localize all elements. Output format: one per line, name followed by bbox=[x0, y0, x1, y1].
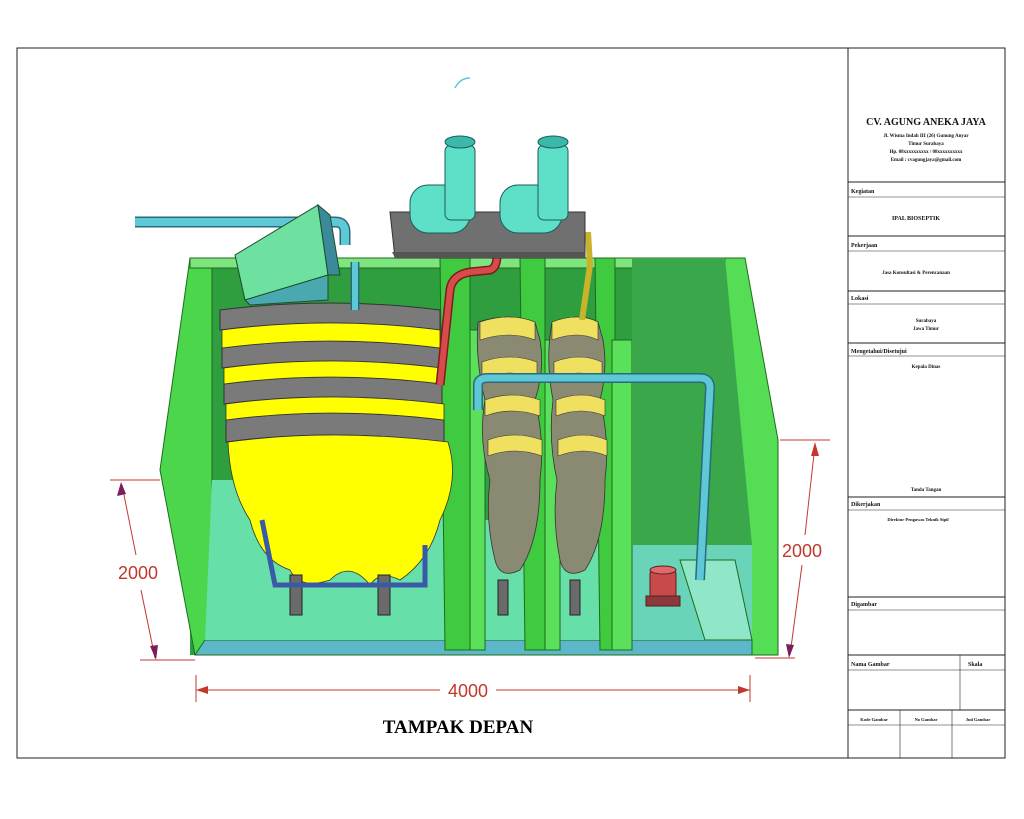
chamber-4-back bbox=[632, 258, 752, 545]
filter-support-leg bbox=[289, 574, 303, 616]
dimension-line bbox=[804, 444, 816, 536]
dikerjakan-label: Dikerjakan bbox=[851, 502, 881, 508]
dikerjakan-value: Direktur Pengawas Teknik Sipil bbox=[887, 517, 949, 522]
filter-layer bbox=[225, 396, 445, 421]
jml-gambar-label: Jml Gambar bbox=[966, 717, 991, 722]
lokasi-province: Jawa Timur bbox=[913, 327, 940, 332]
filter-media-chamber-1 bbox=[219, 302, 453, 616]
blower-unit bbox=[389, 135, 586, 259]
air-distribution-pipe bbox=[437, 240, 500, 386]
air-drop-pipe bbox=[579, 231, 594, 321]
skala-label: Skala bbox=[968, 662, 982, 668]
dimension-line bbox=[789, 564, 803, 656]
mengetahui-sign: Tanda Tangan bbox=[911, 488, 942, 493]
effluent-pipe bbox=[474, 374, 714, 581]
filter-cap bbox=[479, 316, 536, 341]
company-address-line: Jl. Wisma Indah III (26) Gunung Anyar bbox=[883, 134, 969, 139]
dimension-arrow bbox=[811, 442, 819, 456]
filter-cap bbox=[484, 394, 541, 417]
partition-front-3 bbox=[611, 339, 633, 651]
dimension-arrow bbox=[738, 686, 750, 694]
dimension-length-label: 4000 bbox=[448, 681, 488, 701]
title-block bbox=[848, 181, 1005, 758]
blower-stack bbox=[537, 144, 569, 221]
dimension-arrow bbox=[117, 482, 126, 496]
blower-stack bbox=[444, 144, 476, 221]
dimension-height-left-label: 2000 bbox=[118, 563, 158, 583]
title-block-text: CV. AGUNG ANEKA JAYA Jl. Wisma Indah III… bbox=[851, 117, 990, 722]
blower-opening bbox=[444, 135, 476, 149]
nama-gambar-label: Nama Gambar bbox=[851, 662, 890, 668]
kegiatan-value: IPAL BIOSEPTIK bbox=[892, 216, 940, 222]
no-gambar-label: No Gambar bbox=[915, 717, 938, 722]
dimension-arrow bbox=[196, 686, 208, 694]
dimension-arrow bbox=[786, 644, 794, 658]
filter-support-leg bbox=[497, 579, 509, 616]
kegiatan-label: Kegiatan bbox=[851, 189, 875, 195]
submersible-pump bbox=[645, 565, 681, 607]
blower-base-shadow bbox=[392, 252, 585, 258]
filter-cap bbox=[551, 316, 599, 341]
dimension-height-right-label: 2000 bbox=[782, 541, 822, 561]
blower-opening bbox=[537, 135, 569, 149]
company-name: CV. AGUNG ANEKA JAYA bbox=[866, 117, 986, 128]
sump-ramp bbox=[679, 559, 753, 641]
tank-left-wall bbox=[159, 257, 213, 656]
kode-gambar-label: Kode Gambar bbox=[860, 717, 888, 722]
filter-support-leg bbox=[377, 574, 391, 616]
view-title: TAMPAK DEPAN bbox=[383, 717, 534, 738]
filter-cap bbox=[557, 434, 608, 457]
inlet-screen-box bbox=[234, 203, 341, 306]
lokasi-label: Lokasi bbox=[851, 296, 869, 302]
dimension-lines: 4000 2000 2000 bbox=[110, 439, 830, 702]
piping bbox=[135, 216, 716, 581]
inlet-pipe bbox=[135, 218, 349, 245]
pekerjaan-value: Jasa Konsultasi & Perencanaan bbox=[882, 271, 950, 276]
company-address-line: Timur Surabaya bbox=[908, 142, 944, 147]
dimension-line bbox=[121, 484, 137, 556]
lokasi-city: Surabaya bbox=[916, 319, 937, 324]
filter-cap bbox=[487, 434, 543, 457]
pekerjaan-label: Pekerjaan bbox=[851, 243, 878, 249]
digambar-label: Digambar bbox=[851, 602, 877, 608]
construction-arc bbox=[454, 77, 471, 89]
filter-support-leg bbox=[569, 579, 581, 616]
company-email-line: Email : cvagungjaya@gmail.com bbox=[891, 158, 962, 163]
mengetahui-label: Mengetahui/Disetujui bbox=[851, 349, 907, 355]
company-phone-line: Hp. 08xxxxxxxxxx / 08xxxxxxxxxx bbox=[889, 150, 963, 155]
dimension-arrow bbox=[150, 645, 158, 660]
mengetahui-value: Kepala Dinas bbox=[912, 365, 941, 370]
bottom-air-pipe bbox=[259, 519, 428, 588]
filter-bottom-mass bbox=[227, 434, 453, 586]
filter-cap bbox=[555, 394, 606, 417]
